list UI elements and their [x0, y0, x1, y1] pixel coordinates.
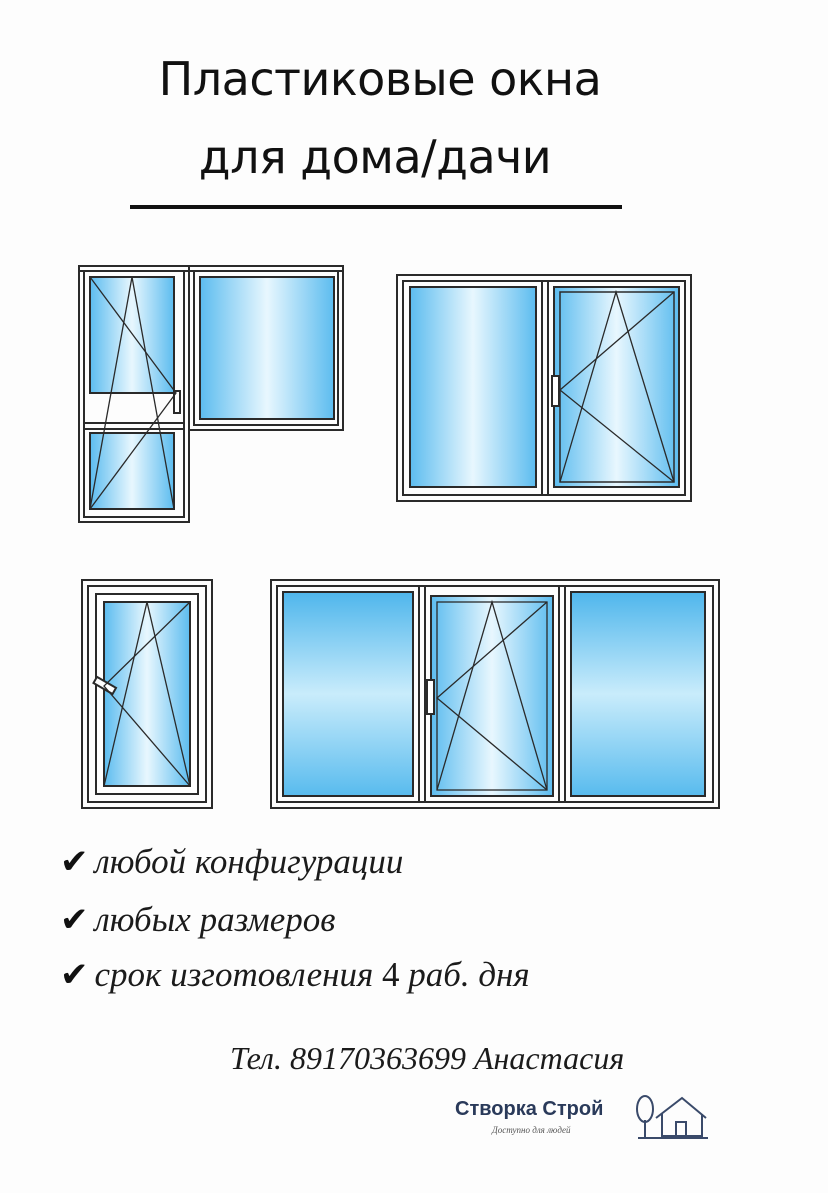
checkmark-icon: ✔ [60, 955, 89, 995]
feature-any-size: ✔ любых размеров [60, 900, 335, 940]
production-days-number: 4 [382, 955, 400, 994]
single-sash-window-illustration [81, 579, 213, 809]
production-days-unit: раб. дня [399, 955, 530, 994]
title-underline [130, 205, 622, 209]
feature-text: любой конфигурации [94, 842, 404, 881]
checkmark-icon: ✔ [60, 842, 89, 882]
house-tree-icon [636, 1095, 708, 1139]
brand-name: Створка Строй [455, 1098, 604, 1120]
feature-text: любых размеров [94, 900, 336, 939]
checkmark-icon: ✔ [60, 900, 89, 940]
two-sash-window-illustration [396, 274, 692, 502]
balcony-door-window-illustration [78, 265, 344, 523]
page-title-line2: для дома/дачи [198, 130, 552, 184]
brand-slogan: Доступно для людей [492, 1125, 571, 1135]
contact-phone: Тел. 89170363699 Анастасия [230, 1040, 625, 1076]
three-sash-window-illustration [270, 579, 720, 809]
feature-any-configuration: ✔ любой конфигурации [60, 842, 403, 882]
page-title-line1: Пластиковые окна [158, 52, 602, 106]
feature-production-time: ✔ срок изготовления 4 раб. дня [60, 955, 530, 995]
feature-text: срок изготовления [94, 955, 382, 994]
